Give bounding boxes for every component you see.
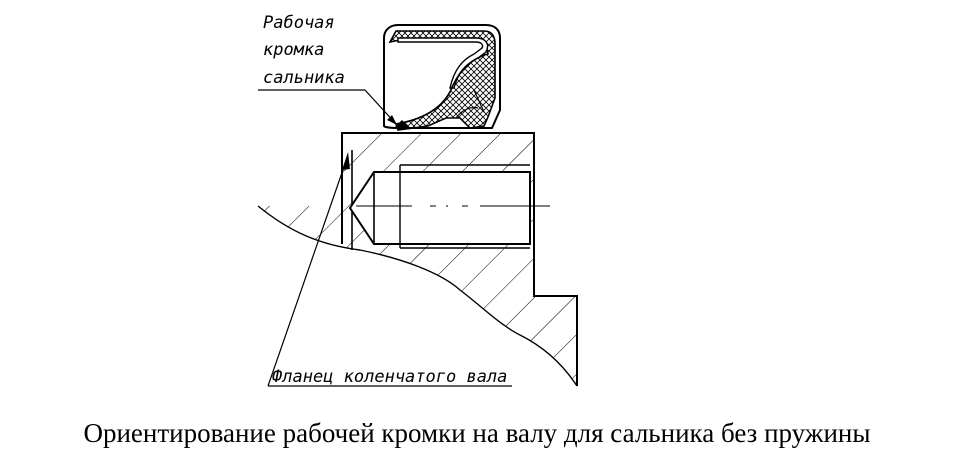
seal-orientation-diagram: Рабочая кромка сальника Фланец коленчато…	[257, 13, 578, 387]
oil-seal	[383, 24, 501, 131]
lip-label-line1: Рабочая	[263, 13, 335, 33]
crankshaft-flange	[257, 132, 578, 387]
bolt-hole	[348, 164, 550, 249]
lip-label-line3: сальника	[263, 68, 345, 88]
flange-leader	[267, 152, 512, 387]
lip-label-line2: кромка	[263, 40, 324, 60]
flange-label: Фланец коленчатого вала	[272, 367, 507, 387]
lip-leader	[258, 89, 398, 126]
figure-caption: Ориентирование рабочей кромки на валу дл…	[83, 418, 871, 448]
